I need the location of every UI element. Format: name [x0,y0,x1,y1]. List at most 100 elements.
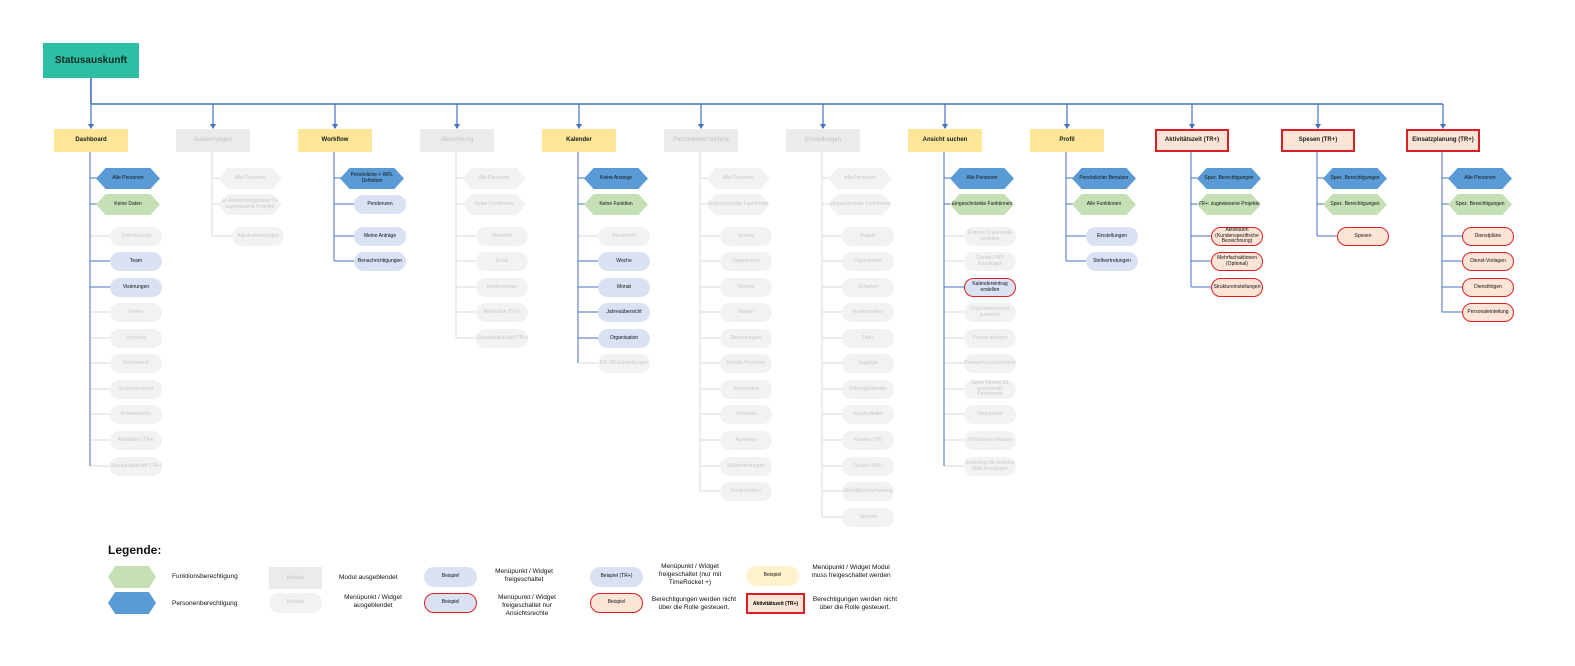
module-ansicht[interactable]: Ansicht suchen [908,129,982,152]
pill-einstellungen-4: Zeitarten [842,278,894,297]
pill-profil-3[interactable]: Stellvertretungen [1086,252,1138,271]
pill-aktivitaetszeit-2[interactable]: Aktivitäten (Kundenspezifische Bezeichnu… [1211,227,1263,246]
hex-kalender-0: Keine Anzeige [584,168,648,189]
pill-einsatzplanung-3[interactable]: Dienst-Vorlagen [1462,252,1514,271]
hex-einsatzplanung-0: Alle Personen [1448,168,1512,189]
module-kalender[interactable]: Kalender [542,129,616,152]
module-einstellungen[interactable]: Einstellungen [786,129,860,152]
arrow-head [1189,124,1195,129]
hex-einsatzplanung-1: Spez. Berechtigungen [1448,194,1512,215]
pill-dashboard-10: Aktivitäten (TR+) [110,431,162,450]
pill-dashboard-3[interactable]: Team [110,252,162,271]
module-profil[interactable]: Profil [1030,129,1104,152]
pill-profil-2[interactable]: Einstellungen [1086,227,1138,246]
arrow-head [698,124,704,129]
module-auswertungen[interactable]: Auswertungen [176,129,250,152]
pill-einstellungen-13: Spesen [842,508,894,527]
legend-label-menue-nur-ansicht: Menüpunkt / Widget freigeschaltet nur An… [498,594,556,617]
hex-einstellungen-0: Alle Personen [828,168,892,189]
pill-kalender-7: MS 365 Einstellungen [598,354,650,373]
legend-tr-module-sample: Aktivitätszeit (TR+) [746,593,805,614]
module-dashboard[interactable]: Dashboard [54,129,128,152]
hex-einstellungen-1: Eingeschränkte Funktionen [828,194,892,215]
pill-spesen-2[interactable]: Spesen [1337,227,1389,246]
pill-abrechnung-3: Detail [476,252,528,271]
pill-personenverzeichnis-5: Regeln [720,303,772,322]
module-aktivitaetszeit[interactable]: Aktivitätszeit (TR+) [1155,129,1229,152]
hex-spesen-0: Spez. Berechtigungen [1323,168,1387,189]
pill-personenverzeichnis-4: Historie [720,278,772,297]
arrow-head [88,124,94,129]
arrow-head [210,124,216,129]
pill-abrechnung-5: Aktivitäten (TR+) [476,303,528,322]
legend-label-modul-ausgeblendet: Modul ausgeblendet [339,574,398,581]
pill-einstellungen-11: Geräte / APIs [842,457,894,476]
pill-personenverzeichnis-10: Ausweise [720,431,772,450]
pill-ansicht-3: Geräte / API hinzufügen [964,252,1016,271]
pill-einsatzplanung-5[interactable]: Personaleinteilung [1462,303,1514,322]
legend-label-funktionsberechtigung: Funktionsberechtigung [172,573,238,580]
legend-green-hexagon [108,566,156,588]
pill-ansicht-5: Organisationsrolle zuweisen [964,303,1016,322]
arrow-head [1440,124,1446,129]
pill-dashboard-2: Zeiterfassung [110,227,162,246]
pill-ansicht-8: Setze Person für anstehende Pendenzen [964,380,1016,399]
pill-einstellungen-10: Kunden (TF) [842,431,894,450]
pill-personenverzeichnis-2: Vertrag [720,227,772,246]
pill-einsatzplanung-2[interactable]: Dienstpläne [1462,227,1514,246]
legend-menu-hidden-sample: Beispiel [269,593,322,613]
pill-ansicht-11: Zeitantrag für mehrere MAs hinzufügen [964,457,1016,476]
pill-einstellungen-9: Kundenfelder [842,405,894,424]
legend-label-nicht-rolle: Berechtigungen werden nicht über die Rol… [651,596,737,611]
legend-menu-viewonly-sample: Beispiel [424,593,477,613]
pill-workflow-1[interactable]: Pendenzen [354,195,406,214]
pill-kalender-6[interactable]: Organisation [598,329,650,348]
legend-module-required-sample: Beispiel [746,566,799,586]
pill-ansicht-2: Externe Dokumente erstellen [964,227,1016,246]
hex-abrechnung-1: Keine Funktionen [462,194,526,215]
pill-einsatzplanung-4[interactable]: Dienstfolgen [1462,278,1514,297]
pill-dashboard-4[interactable]: Visierungen [110,278,162,297]
hex-aktivitaetszeit-1: TR+: zugewiesene Projekte [1197,194,1261,215]
module-einsatzplanung[interactable]: Einsatzplanung (TR+) [1406,129,1480,152]
arrow-head [1315,124,1321,129]
module-abrechnung[interactable]: Abrechnung [420,129,494,152]
pill-ansicht-6: Person anlegen [964,329,1016,348]
module-spesen[interactable]: Spesen (TR+) [1281,129,1355,152]
module-personenverzeichnis[interactable]: Personenverzeichnis [664,129,738,152]
pill-kalender-2: Persönlich [598,227,650,246]
pill-personenverzeichnis-8: Kontostand [720,380,772,399]
hex-profil-0: Persönlicher Benutzer [1072,168,1136,189]
hex-profil-1: Alle Funktionen [1072,194,1136,215]
arrow-head [576,124,582,129]
hex-abrechnung-0: Alle Personen [462,168,526,189]
pill-aktivitaetszeit-4[interactable]: Struktureinstellungen [1211,278,1263,297]
pill-ansicht-4[interactable]: Kalendereintrag erstellen [964,278,1016,297]
pill-aktivitaetszeit-3[interactable]: Mehrfachaktionen (Optional) [1211,252,1263,271]
hex-personenverzeichnis-1: Eingeschränkte Funktionen [706,194,770,215]
pill-workflow-2[interactable]: Meine Anträge [354,227,406,246]
pill-dashboard-5: Ferien [110,303,162,322]
root-node-statusauskunft[interactable]: Statusauskunft [43,43,139,78]
pill-ansicht-9: Stempeluhr [964,405,1016,424]
hex-dashboard-0: Alle Personen [96,168,160,189]
pill-kalender-5[interactable]: Jahresübersicht [598,303,650,322]
hex-personenverzeichnis-0: Alle Personen [706,168,770,189]
hex-dashboard-1: Keine Daten [96,194,160,215]
pill-abrechnung-4: Kostenstellen [476,278,528,297]
pill-einstellungen-12: Aktivitätsunterfassung [842,482,894,501]
hex-workflow-0: Persönliche + WFL Definition [340,168,404,189]
pill-workflow-3[interactable]: Benachrichtigungen [354,252,406,271]
hex-kalender-1: Keine Funktion [584,194,648,215]
pill-kalender-4[interactable]: Monat [598,278,650,297]
module-workflow[interactable]: Workflow [298,129,372,152]
pill-kalender-3[interactable]: Woche [598,252,650,271]
legend-label-personenberechtigung: Personenberechtigung [172,600,238,607]
pill-auswertungen-2: Alle Auswertungen [232,227,284,246]
legend-label-modul-muss: Menüpunkt / Widget Modul muss freigescha… [811,564,891,579]
pill-dashboard-8: Systemzustand [110,380,162,399]
pill-einstellungen-8: Feiertagkalender [842,380,894,399]
legend-label-nicht-rolle-2: Berechtigungen werden nicht über die Rol… [812,596,898,611]
pill-dashboard-7: Kontostand [110,354,162,373]
